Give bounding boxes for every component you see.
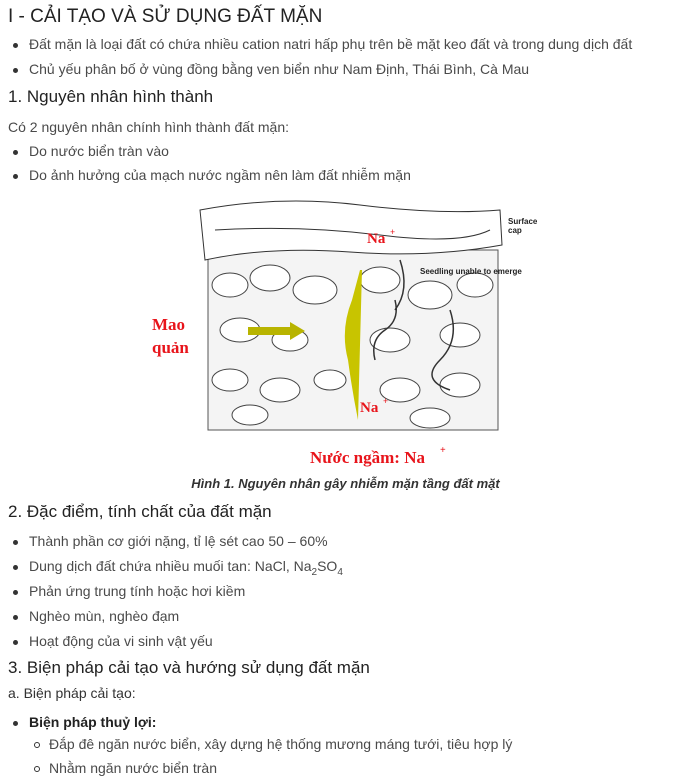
subscript: 4 bbox=[337, 566, 343, 578]
paragraph: Có 2 nguyên nhân chính hình thành đất mặ… bbox=[8, 119, 289, 135]
label-mao: Mao bbox=[152, 315, 185, 334]
label-plus: + bbox=[440, 445, 446, 456]
list-item: Chủ yếu phân bố ở vùng đồng bằng ven biể… bbox=[12, 61, 530, 77]
list-item: Do ảnh hưởng của mạch nước ngầm nên làm … bbox=[13, 167, 411, 183]
sub-list-item: Nhằm ngăn nước biển tràn bbox=[34, 760, 217, 776]
soil-salinization-figure: Surface cap Seedling unable to emerge Na… bbox=[152, 200, 538, 467]
subscript: 2 bbox=[311, 566, 318, 578]
salt-text: Dung dịch đất chứa nhiều muối tan: NaCl,… bbox=[29, 558, 312, 574]
capillary-arrow bbox=[248, 322, 305, 340]
list-item: Hoạt động của vi sinh vật yếu bbox=[13, 633, 213, 649]
soil-illustration bbox=[199, 200, 503, 431]
salt-text: SO bbox=[317, 558, 338, 574]
label-plus: + bbox=[390, 227, 395, 237]
sub-list-item: Đắp đê ngăn nước biển, xây dựng hệ thống… bbox=[33, 736, 513, 752]
page-title: I - CẢI TẠO VÀ SỬ DỤNG ĐẤT MẶN bbox=[8, 6, 323, 27]
label-surface: Surface bbox=[508, 217, 538, 226]
section-heading: 2. Đặc điểm, tính chất của đất mặn bbox=[8, 502, 272, 521]
label-nuoc-ngam: Nước ngầm: Na bbox=[310, 448, 425, 467]
section-heading: 3. Biện pháp cải tạo và hướng sử dụng đấ… bbox=[8, 658, 370, 677]
list-item: Do nước biển tràn vào bbox=[13, 143, 169, 159]
list-item: Dung dịch đất chứa nhiều muối tan: NaCl,… bbox=[13, 558, 343, 578]
label-quan: quản bbox=[152, 338, 189, 357]
list-item: Biện pháp thuỷ lợi: bbox=[12, 714, 157, 730]
label-cap: cap bbox=[508, 226, 522, 235]
list-item: Nghèo mùn, nghèo đạm bbox=[12, 608, 180, 624]
figure-caption: Hình 1. Nguyên nhân gây nhiễm mặn tầng đ… bbox=[191, 476, 500, 491]
label-na-bottom: Na bbox=[360, 400, 379, 416]
list-item: Phản ứng trung tính hoặc hơi kiềm bbox=[12, 583, 246, 599]
section-heading: 1. Nguyên nhân hình thành bbox=[8, 87, 214, 106]
label-plus: + bbox=[383, 396, 388, 406]
label-na-top: Na bbox=[367, 231, 386, 247]
capillary-band bbox=[344, 270, 362, 420]
sub-heading: a. Biện pháp cải tạo: bbox=[8, 685, 136, 701]
list-item: Thành phần cơ giới nặng, tỉ lệ sét cao 5… bbox=[13, 533, 328, 549]
label-seedling: Seedling unable to emerge bbox=[420, 267, 522, 276]
list-item: Đất mặn là loại đất có chứa nhiều cation… bbox=[12, 36, 633, 52]
